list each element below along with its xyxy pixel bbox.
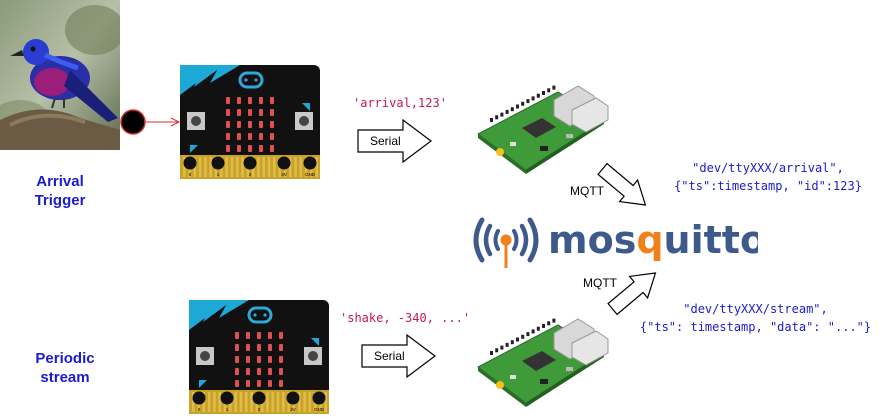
trigger-arrow-head <box>170 117 181 127</box>
microbit-logo-icon <box>238 71 264 89</box>
serial-message-stream: 'shake, -340, ...' <box>340 311 471 325</box>
bird-photo <box>0 0 125 150</box>
led <box>268 368 272 375</box>
pin-label: 0 <box>189 172 192 177</box>
led <box>268 332 272 339</box>
topic-stream: "dev/ttyXXX/stream", {"ts": timestamp, "… <box>639 302 872 334</box>
led <box>226 121 230 128</box>
led <box>226 145 230 152</box>
mqtt-arrow-top <box>594 160 654 214</box>
led <box>270 145 274 152</box>
led <box>268 356 272 363</box>
mqtt-label-top: MQTT <box>570 184 604 198</box>
mosquitto-logo: mosquitto <box>468 210 766 270</box>
led <box>246 332 250 339</box>
led <box>235 344 239 351</box>
led <box>237 145 241 152</box>
pin-label: 1 <box>226 407 229 412</box>
led <box>279 356 283 363</box>
board-stripe <box>180 65 224 95</box>
cpu-chip <box>522 351 556 371</box>
led <box>237 133 241 140</box>
mosquitto-wordmark: mosquitto <box>548 218 758 262</box>
pin-label: GND <box>305 172 316 177</box>
usb-port <box>571 97 609 133</box>
pin-label: 1 <box>217 172 220 177</box>
led <box>248 133 252 140</box>
led <box>246 368 250 375</box>
led <box>259 121 263 128</box>
trigger-connector <box>120 109 181 135</box>
led <box>235 356 239 363</box>
led <box>259 133 263 140</box>
led <box>237 109 241 116</box>
led <box>268 344 272 351</box>
led <box>257 356 261 363</box>
led <box>259 109 263 116</box>
led <box>248 145 252 152</box>
microbit-board-arrival: 0 1 2 3V GND <box>180 65 320 179</box>
pin-label: 0 <box>198 407 201 412</box>
video-jack <box>496 381 504 389</box>
serial-message-arrival: 'arrival,123' <box>353 96 447 110</box>
led <box>270 133 274 140</box>
trigger-dot <box>120 109 146 135</box>
serial-arrow-top: Serial <box>357 118 433 164</box>
led <box>235 332 239 339</box>
led <box>248 121 252 128</box>
led <box>270 109 274 116</box>
microbit-logo-icon <box>247 306 273 324</box>
video-jack <box>496 148 504 156</box>
led <box>237 121 241 128</box>
cpu-chip <box>522 118 556 138</box>
mqtt-arrow-bottom <box>604 264 664 318</box>
mqtt-label-bottom: MQTT <box>583 276 617 290</box>
led <box>248 109 252 116</box>
led <box>268 380 272 387</box>
led <box>279 344 283 351</box>
led <box>235 380 239 387</box>
led <box>259 145 263 152</box>
pin-label: GND <box>314 407 325 412</box>
led <box>270 97 274 104</box>
arrival-trigger-label: Arrival Trigger <box>34 173 86 209</box>
led <box>226 133 230 140</box>
led <box>257 344 261 351</box>
pin-label: 2 <box>258 407 261 412</box>
led <box>246 356 250 363</box>
pin-label: 3V <box>290 407 296 412</box>
topic-arrival: "dev/ttyXXX/arrival", {"ts":timestamp, "… <box>674 161 862 193</box>
usb-port <box>571 330 609 366</box>
raspberry-pi-board-top <box>470 72 610 177</box>
led <box>246 380 250 387</box>
led <box>248 97 252 104</box>
serial-label-top: Serial <box>370 134 401 148</box>
serial-arrow-bottom: Serial <box>361 333 437 379</box>
led <box>246 344 250 351</box>
led <box>237 97 241 104</box>
board-stripe <box>189 300 233 330</box>
led <box>226 109 230 116</box>
led <box>257 368 261 375</box>
led <box>270 121 274 128</box>
led <box>226 97 230 104</box>
microbit-board-stream: 0 1 2 3V GND <box>188 300 330 414</box>
raspberry-pi-board-bottom <box>470 305 610 410</box>
serial-label-bottom: Serial <box>374 349 405 363</box>
pin-label: 2 <box>249 172 252 177</box>
periodic-stream-label: Periodic stream <box>35 350 95 386</box>
led <box>279 368 283 375</box>
led <box>235 368 239 375</box>
led <box>259 97 263 104</box>
led <box>279 332 283 339</box>
led <box>257 332 261 339</box>
led <box>279 380 283 387</box>
led <box>257 380 261 387</box>
pin-label: 3V <box>281 172 287 177</box>
